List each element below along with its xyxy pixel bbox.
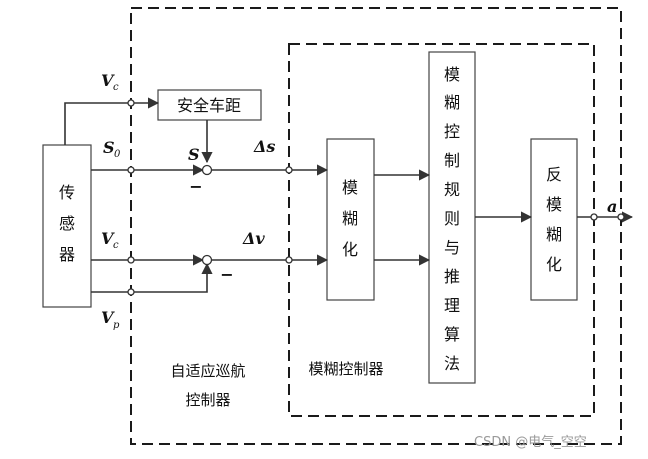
rules-label-char: 模 xyxy=(444,65,460,84)
rules-label-char: 法 xyxy=(444,354,460,373)
signal-label-vc-mid: V xyxy=(101,229,115,248)
safe-distance-label: 安全车距 xyxy=(177,96,241,115)
sensor-label-char: 器 xyxy=(59,245,75,264)
minus-sign: − xyxy=(220,265,233,284)
fuzzify-label-char: 糊 xyxy=(342,209,358,228)
rules-label-char: 控 xyxy=(444,122,460,141)
sensor-label-char: 传 xyxy=(59,183,75,202)
frame-crossing-marker xyxy=(285,166,293,174)
watermark: CSDN @电气_空空 xyxy=(474,434,587,450)
signal-label-s0: S xyxy=(103,138,115,157)
sum-junction-distance xyxy=(201,164,213,176)
fuzzify-label-char: 化 xyxy=(342,240,358,259)
frame-crossing-marker xyxy=(285,256,293,264)
defuzzify-label-char: 化 xyxy=(546,255,562,274)
signal-subscript: p xyxy=(113,320,120,331)
safe-distance-block xyxy=(157,89,262,121)
minus-sign: − xyxy=(189,177,202,196)
frame-crossing-marker xyxy=(127,288,135,296)
rules-label-char: 算 xyxy=(444,325,460,344)
sensor-block xyxy=(42,144,92,308)
frame-crossing-marker xyxy=(617,213,625,221)
signal-label-vp: V xyxy=(101,308,115,327)
defuzzify-label-char: 糊 xyxy=(546,225,562,244)
rules-label-char: 与 xyxy=(444,238,460,257)
signal-label-delta-v: Δv xyxy=(242,229,265,248)
defuzzify-label-char: 模 xyxy=(546,195,562,214)
defuzzify-block xyxy=(530,138,578,301)
signal-label-s: S xyxy=(188,145,200,164)
sum-junction-speed xyxy=(201,254,213,266)
rules-label-char: 制 xyxy=(444,151,460,170)
signal-subscript: c xyxy=(113,82,119,93)
signal-subscript: 0 xyxy=(114,149,121,160)
signal-label-output: a xyxy=(607,197,617,216)
outer-region-caption: 自适应巡航 xyxy=(170,362,245,380)
fuzzify-block xyxy=(326,138,375,301)
signal-label-vc-top: V xyxy=(101,71,115,90)
outer-region-caption: 控制器 xyxy=(185,391,230,409)
frame-crossing-marker xyxy=(127,166,135,174)
vc-to-safe-distance-wire xyxy=(64,97,160,145)
signal-subscript: c xyxy=(113,240,119,251)
vp-to-sum2-wire xyxy=(91,262,213,293)
rules-label-char: 理 xyxy=(444,296,460,315)
signal-label-delta-s: Δs xyxy=(253,137,275,156)
frame-crossing-marker xyxy=(127,99,135,107)
inner-region-caption: 模糊控制器 xyxy=(308,360,383,378)
frame-crossing-marker xyxy=(590,213,598,221)
rules-label-char: 则 xyxy=(444,209,460,228)
fuzzify-label-char: 模 xyxy=(342,178,358,197)
sensor-label-char: 感 xyxy=(59,214,75,233)
frame-crossing-marker xyxy=(127,256,135,264)
rules-label-char: 规 xyxy=(444,180,460,199)
rules-label-char: 糊 xyxy=(444,93,460,112)
rules-label-char: 推 xyxy=(444,267,460,286)
defuzzify-label-char: 反 xyxy=(546,165,562,184)
adaptive-cruise-controller-frame xyxy=(130,7,622,445)
